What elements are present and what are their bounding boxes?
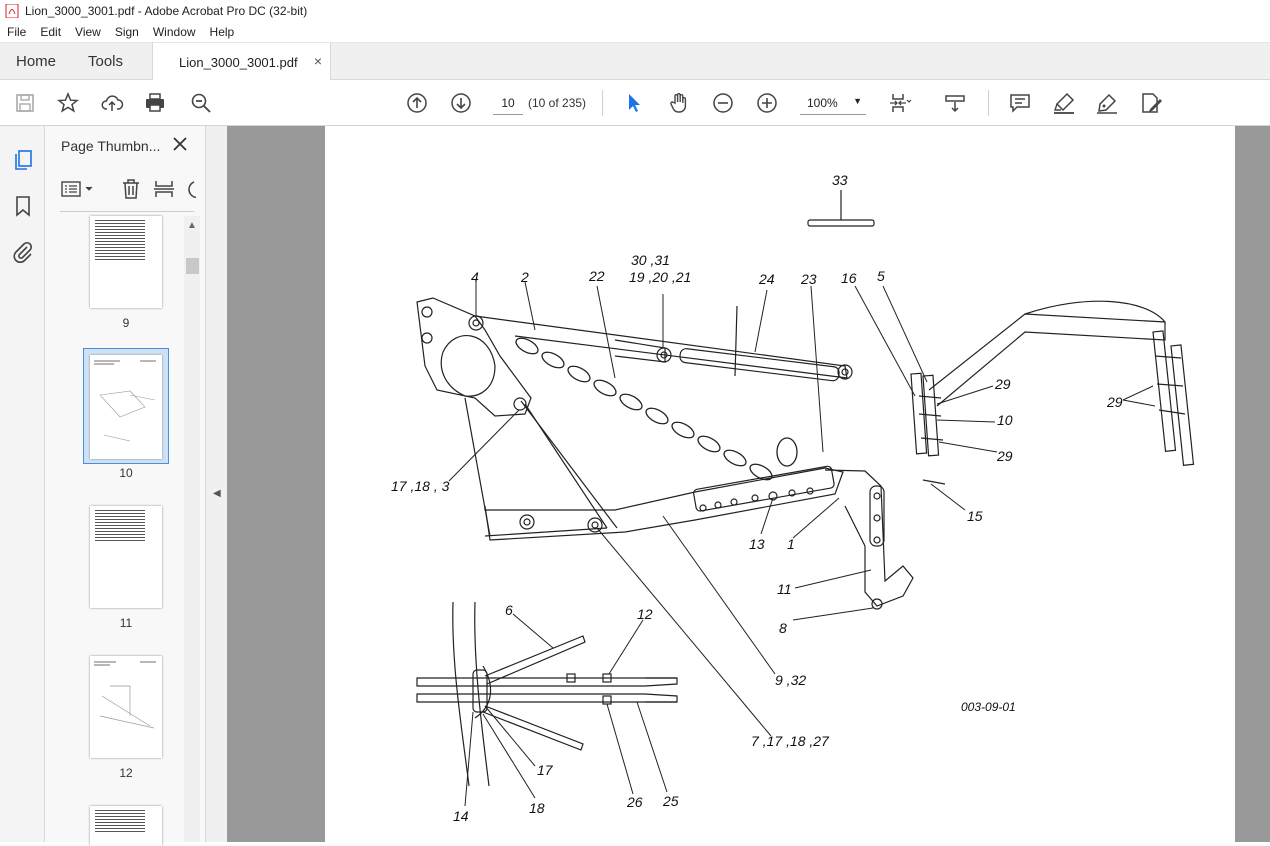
thumbnail-options-icon[interactable] bbox=[60, 178, 96, 200]
callout-33: 33 bbox=[832, 172, 848, 188]
callout-24: 24 bbox=[759, 271, 775, 287]
callout-29-c: 29 bbox=[1107, 394, 1123, 410]
page-up-icon[interactable] bbox=[405, 91, 429, 115]
zoom-select[interactable]: 100% ▼ bbox=[800, 91, 866, 115]
close-panel-icon[interactable] bbox=[171, 135, 189, 155]
page-down-icon[interactable] bbox=[449, 91, 473, 115]
zoom-out-search-icon[interactable] bbox=[189, 91, 213, 115]
zoom-out-icon[interactable] bbox=[711, 91, 735, 115]
callout-5: 5 bbox=[877, 268, 885, 284]
thumbnail-page-10[interactable] bbox=[90, 355, 162, 459]
sign-icon[interactable] bbox=[1139, 91, 1163, 115]
title-bar: Lion_3000_3001.pdf - Adobe Acrobat Pro D… bbox=[0, 0, 1270, 22]
tab-document-label: Lion_3000_3001.pdf bbox=[179, 55, 298, 70]
callout-12: 12 bbox=[637, 606, 653, 622]
callout-15: 15 bbox=[967, 508, 983, 524]
left-rail bbox=[0, 126, 45, 842]
acrobat-icon bbox=[5, 4, 19, 18]
page-thumbnails-icon[interactable] bbox=[11, 148, 35, 172]
toolbar-divider bbox=[602, 90, 603, 116]
attachments-icon[interactable] bbox=[11, 240, 35, 264]
callout-13: 13 bbox=[749, 536, 765, 552]
hand-icon[interactable] bbox=[667, 91, 691, 115]
select-cursor-icon[interactable] bbox=[622, 91, 646, 115]
scroll-up-icon[interactable]: ▲ bbox=[187, 220, 197, 231]
comment-icon[interactable] bbox=[1008, 91, 1032, 115]
zoom-value: 100% bbox=[807, 96, 838, 110]
panel-title: Page Thumbn... bbox=[61, 138, 161, 154]
thumbnail-label-11: 11 bbox=[119, 616, 133, 630]
tab-bar: Home Tools Lion_3000_3001.pdf × bbox=[0, 43, 1270, 80]
callout-8: 8 bbox=[779, 620, 787, 636]
callout-9-32: 9 ,32 bbox=[775, 672, 807, 688]
menu-view[interactable]: View bbox=[75, 25, 101, 39]
callout-11: 11 bbox=[777, 581, 792, 597]
callout-1: 1 bbox=[787, 536, 795, 552]
menu-edit[interactable]: Edit bbox=[40, 25, 62, 39]
close-tab-icon[interactable]: × bbox=[313, 53, 322, 69]
callout-25: 25 bbox=[663, 793, 679, 809]
tab-home[interactable]: Home bbox=[16, 53, 57, 70]
panel-divider bbox=[60, 211, 194, 212]
parts-drawing bbox=[416, 190, 1195, 807]
callout-23: 23 bbox=[801, 271, 817, 287]
thumbnail-label-10: 10 bbox=[119, 466, 133, 480]
callout-18: 18 bbox=[529, 800, 545, 816]
callout-17: 17 bbox=[537, 762, 553, 778]
panel-collapse-bar[interactable]: ◀ bbox=[205, 126, 227, 842]
print-icon[interactable] bbox=[143, 91, 167, 115]
zoom-in-icon[interactable] bbox=[755, 91, 779, 115]
callout-16: 16 bbox=[841, 270, 857, 286]
thumbnail-page-9[interactable] bbox=[90, 216, 162, 308]
thumbnail-label-12: 12 bbox=[119, 766, 133, 780]
thumbnail-label-9: 9 bbox=[122, 316, 130, 330]
thumbnail-page-12[interactable] bbox=[90, 656, 162, 758]
callout-7-17-18-27: 7 ,17 ,18 ,27 bbox=[751, 733, 829, 749]
menu-sign[interactable]: Sign bbox=[114, 25, 139, 39]
pen-icon[interactable] bbox=[1095, 91, 1119, 115]
callout-2: 2 bbox=[521, 269, 529, 285]
callout-22: 22 bbox=[589, 268, 605, 284]
page-display-icon[interactable] bbox=[888, 91, 912, 115]
callout-6: 6 bbox=[505, 602, 513, 618]
save-icon[interactable] bbox=[13, 91, 37, 115]
callout-29-a: 29 bbox=[995, 376, 1011, 392]
callout-10: 10 bbox=[997, 412, 1013, 428]
tab-tools[interactable]: Tools bbox=[88, 53, 124, 70]
chevron-down-icon: ▼ bbox=[853, 96, 862, 106]
insert-page-icon[interactable] bbox=[153, 178, 175, 200]
delete-page-icon[interactable] bbox=[120, 178, 142, 200]
collapse-arrow-icon[interactable]: ◀ bbox=[213, 488, 221, 499]
thumbnail-scrollbar[interactable]: ▲ bbox=[184, 216, 200, 842]
menu-help[interactable]: Help bbox=[209, 25, 235, 39]
thumbnail-drawing bbox=[94, 661, 156, 729]
page-count: (10 of 235) bbox=[528, 96, 587, 110]
callout-17-18-3: 17 ,18 , 3 bbox=[391, 478, 450, 494]
thumbnail-page-11[interactable] bbox=[90, 506, 162, 608]
toolbar-divider bbox=[988, 90, 989, 116]
rotate-page-icon[interactable] bbox=[186, 178, 196, 200]
scrollbar-thumb[interactable] bbox=[186, 258, 199, 274]
callout-30-31: 30 ,31 bbox=[631, 252, 670, 268]
bookmarks-icon[interactable] bbox=[11, 194, 35, 218]
callout-29-b: 29 bbox=[997, 448, 1013, 464]
thumbnail-page-13[interactable] bbox=[90, 806, 162, 846]
callout-19-20-21: 19 ,20 ,21 bbox=[629, 269, 692, 285]
menu-window[interactable]: Window bbox=[152, 25, 196, 39]
pdf-page: 33 30 ,31 19 ,20 ,21 4 2 22 24 23 16 5 2… bbox=[325, 126, 1235, 842]
scroll-mode-icon[interactable] bbox=[943, 91, 967, 115]
tab-document[interactable]: Lion_3000_3001.pdf × bbox=[152, 43, 331, 80]
menu-file[interactable]: File bbox=[7, 25, 27, 39]
drawing-code: 003-09-01 bbox=[961, 700, 1016, 714]
callout-4: 4 bbox=[471, 269, 479, 285]
highlight-icon[interactable] bbox=[1052, 91, 1076, 115]
thumbnail-drawing bbox=[94, 360, 156, 442]
page-number-input[interactable]: 10 bbox=[493, 91, 523, 115]
callout-14: 14 bbox=[453, 808, 469, 824]
menu-bar: File Edit View Sign Window Help bbox=[0, 22, 1270, 43]
window-title: Lion_3000_3001.pdf - Adobe Acrobat Pro D… bbox=[25, 4, 308, 18]
bookmark-star-icon[interactable] bbox=[56, 91, 80, 115]
callout-26: 26 bbox=[627, 794, 643, 810]
upload-icon[interactable] bbox=[100, 91, 124, 115]
